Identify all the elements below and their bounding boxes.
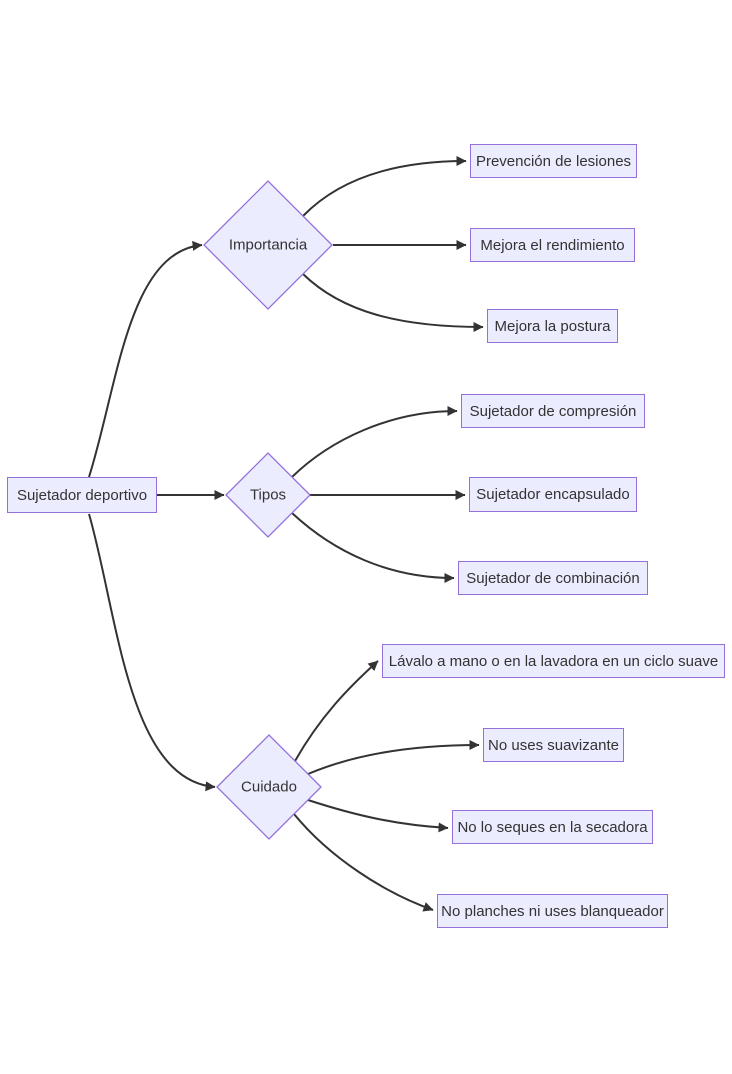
- leaf-mejora-la-postura-label: Mejora la postura: [494, 317, 611, 335]
- leaf-no-lo-seques-label: No lo seques en la secadora: [457, 818, 648, 836]
- diamond-cuidado-label: Cuidado: [241, 778, 297, 796]
- leaf-sujetador-encapsulado: Sujetador encapsulado: [469, 477, 637, 512]
- edge-root-importancia: [88, 240, 203, 478]
- edge-cuidado-lavalo: [294, 660, 379, 762]
- diamond-importancia-shape: [203, 180, 333, 310]
- diamond-cuidado-shape: [216, 734, 322, 840]
- leaf-prevencion-de-lesiones-label: Prevención de lesiones: [475, 152, 632, 170]
- edge-root-cuidado: [88, 513, 216, 792]
- node-sujetador-deportivo-label: Sujetador deportivo: [16, 486, 148, 504]
- leaf-sujetador-de-compresion: Sujetador de compresión: [461, 394, 645, 428]
- edge-importancia-postura: [302, 273, 484, 332]
- leaf-mejora-el-rendimiento: Mejora el rendimiento: [470, 228, 635, 262]
- leaf-lavalo-a-mano: Lávalo a mano o en la lavadora en un cic…: [382, 644, 725, 678]
- edge-tipos-compresion: [291, 406, 458, 478]
- edge-cuidado-suavizante: [307, 740, 480, 775]
- leaf-mejora-el-rendimiento-label: Mejora el rendimiento: [480, 236, 625, 254]
- leaf-prevencion-de-lesiones: Prevención de lesiones: [470, 144, 637, 178]
- diamond-tipos-shape: [225, 452, 311, 538]
- edge-cuidado-blanqueador: [293, 813, 434, 912]
- diamond-importancia-label: Importancia: [228, 236, 308, 254]
- leaf-sujetador-de-combinacion-label: Sujetador de combinación: [466, 569, 640, 587]
- leaf-no-uses-suavizante: No uses suavizante: [483, 728, 624, 762]
- leaf-mejora-la-postura: Mejora la postura: [487, 309, 618, 343]
- leaf-lavalo-a-mano-label: Lávalo a mano o en la lavadora en un cic…: [388, 652, 719, 670]
- leaf-sujetador-de-combinacion: Sujetador de combinación: [458, 561, 648, 595]
- leaf-no-lo-seques: No lo seques en la secadora: [452, 810, 653, 844]
- edge-cuidado-secadora: [307, 799, 449, 833]
- leaf-no-planches-label: No planches ni uses blanqueador: [441, 902, 664, 920]
- leaf-sujetador-de-compresion-label: Sujetador de compresión: [469, 402, 637, 420]
- node-sujetador-deportivo: Sujetador deportivo: [7, 477, 157, 513]
- leaf-no-uses-suavizante-label: No uses suavizante: [488, 736, 619, 754]
- leaf-no-planches: No planches ni uses blanqueador: [437, 894, 668, 928]
- edge-tipos-combinacion: [291, 512, 455, 583]
- edge-importancia-prevencion: [302, 156, 467, 217]
- leaf-sujetador-encapsulado-label: Sujetador encapsulado: [476, 486, 630, 503]
- diamond-tipos-label: Tipos: [249, 486, 287, 504]
